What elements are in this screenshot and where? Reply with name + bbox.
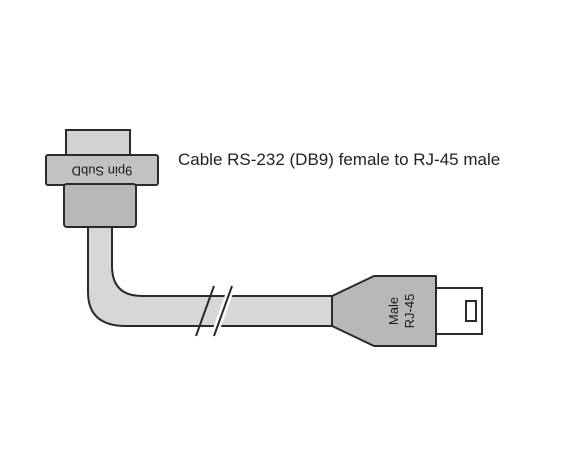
cable-break-symbol (195, 284, 236, 338)
rj45-label-line1: Male (386, 297, 401, 325)
db9-label: 9pin SubD (72, 164, 133, 179)
rj45-label: Male RJ-45 (386, 294, 417, 329)
db9-shell-top (65, 129, 131, 157)
rj45-label-line2: RJ-45 (402, 294, 417, 329)
cable-body (87, 225, 333, 327)
rj45-latch (465, 300, 477, 322)
db9-body (63, 183, 137, 228)
rj45-body (331, 275, 437, 347)
diagram-caption: Cable RS-232 (DB9) female to RJ-45 male (178, 150, 501, 169)
